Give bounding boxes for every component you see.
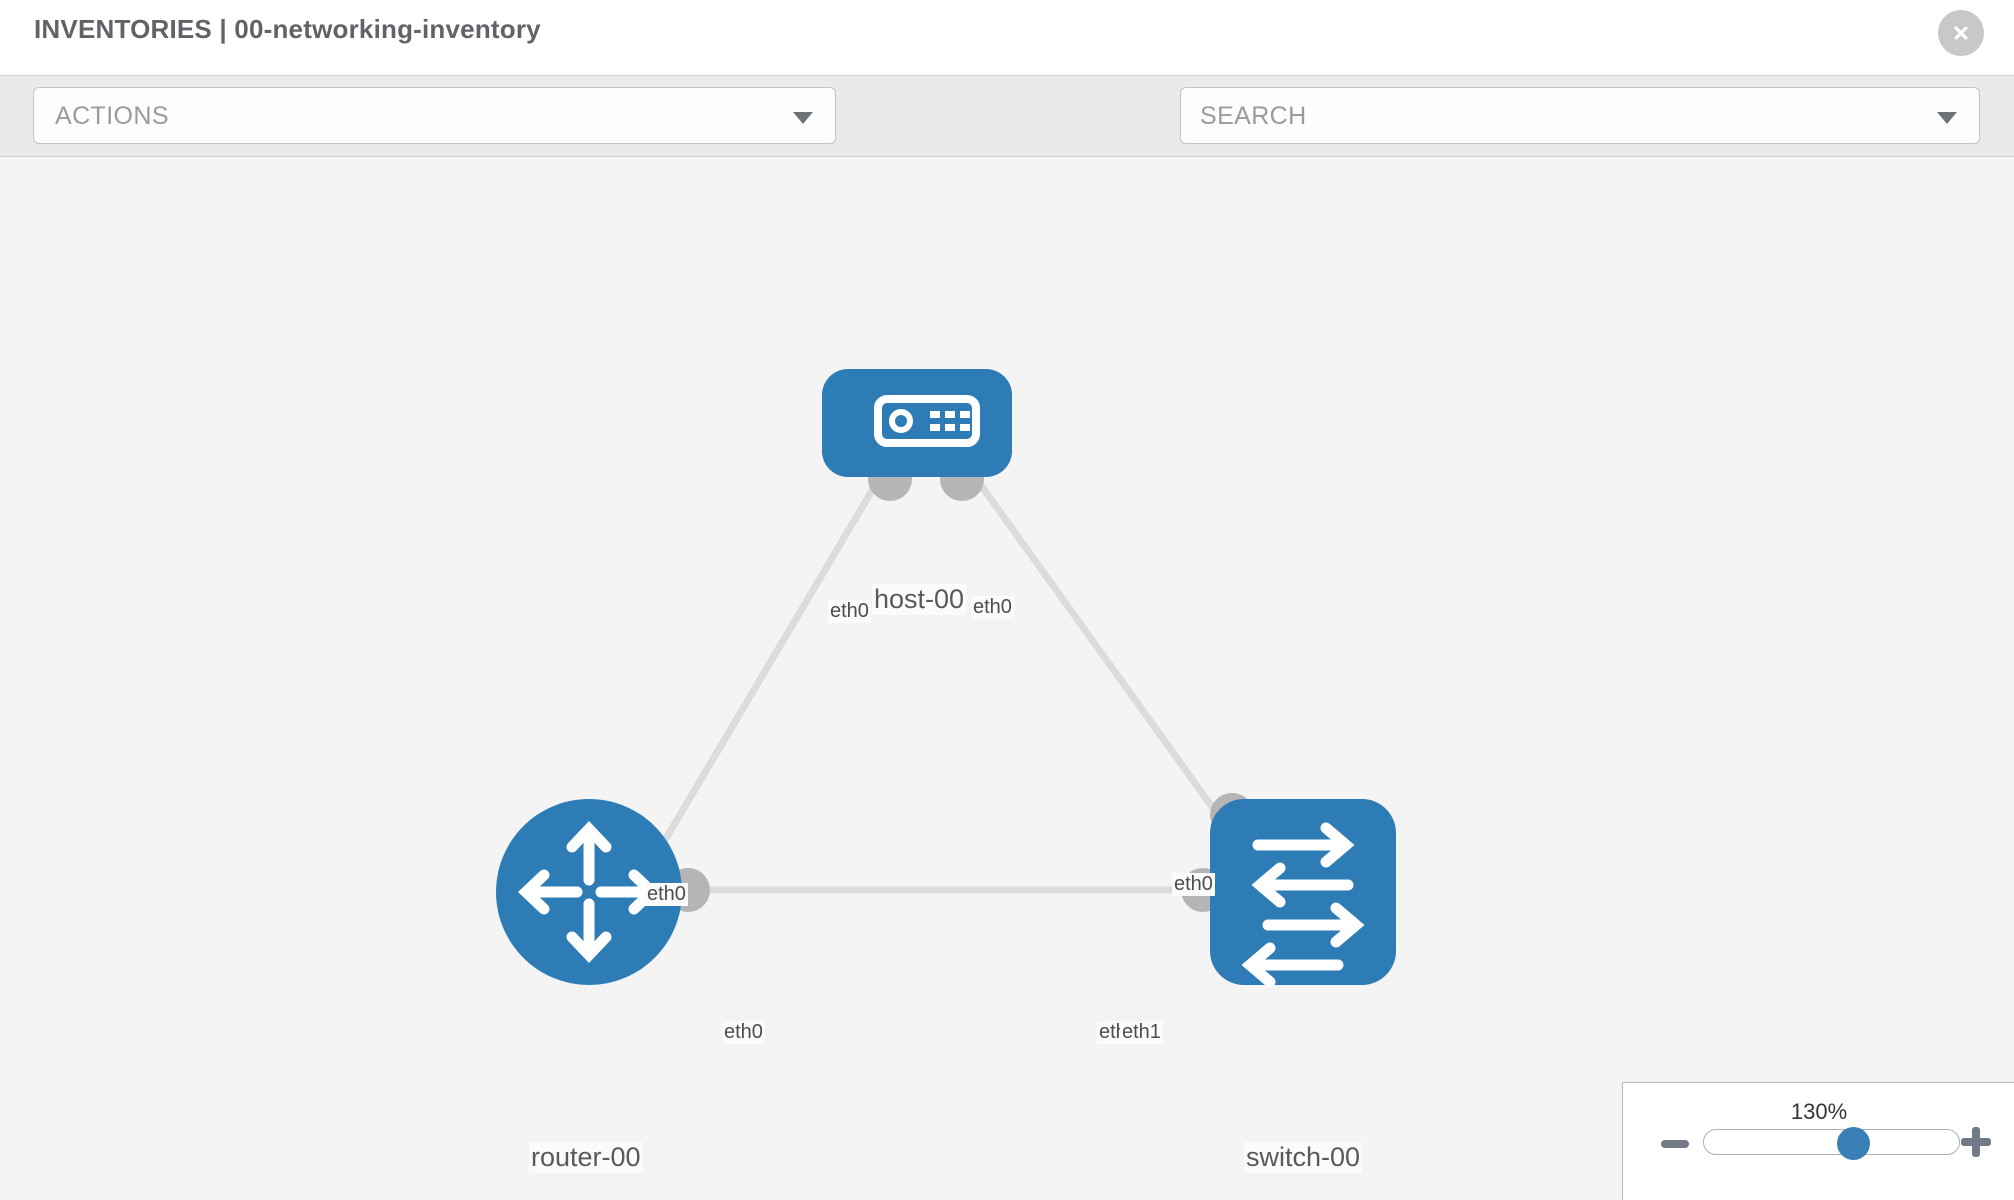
topology-links <box>651 474 1228 894</box>
topology-graph <box>496 369 1396 988</box>
search-dropdown[interactable]: SEARCH <box>1180 87 1980 144</box>
actions-dropdown-label: ACTIONS <box>55 102 169 130</box>
iface-label-router00-eth0: eth0 <box>722 1021 765 1044</box>
iface-label-switch00-eth1: eth1 <box>1120 1021 1163 1044</box>
close-x-glyph <box>1954 26 1968 40</box>
node-label-host-00: host-00 <box>872 584 967 615</box>
zoom-slider-thumb[interactable] <box>1837 1127 1871 1160</box>
node-host-00[interactable] <box>822 369 1012 477</box>
search-input[interactable]: SEARCH <box>1200 102 1307 130</box>
zoom-control-panel: 130% <box>1622 1082 2014 1200</box>
zoom-level-label: 130% <box>1790 1099 1848 1124</box>
minus-icon[interactable] <box>1661 1140 1689 1148</box>
close-icon[interactable] <box>1938 10 1984 56</box>
server-icon <box>874 395 980 447</box>
plus-icon[interactable] <box>1961 1127 1991 1157</box>
topology-canvas[interactable]: eth0 eth0 eth0 eth0 eth0 eth0 eth1 host-… <box>0 157 2014 1200</box>
link-host00-router00[interactable] <box>651 475 884 859</box>
link-host00-switch00[interactable] <box>972 474 1228 828</box>
iface-label-switch00-uplink-eth0: eth0 <box>1172 873 1215 896</box>
toolbar: ACTIONS SEARCH <box>0 75 2014 210</box>
iface-label-host00-eth0-right: eth0 <box>971 596 1014 619</box>
chevron-down-icon <box>1937 112 1957 124</box>
switch-arrows-icon <box>1241 822 1365 988</box>
page-title: INVENTORIES | 00-networking-inventory <box>34 14 541 44</box>
zoom-slider-track[interactable] <box>1703 1129 1960 1155</box>
iface-label-host00-eth0-left: eth0 <box>828 600 871 623</box>
chevron-down-icon <box>793 112 813 124</box>
node-label-router-00: router-00 <box>529 1142 643 1173</box>
node-label-switch-00: switch-00 <box>1244 1142 1363 1173</box>
iface-label-router00-uplink-eth0: eth0 <box>645 883 688 906</box>
node-switch-00[interactable] <box>1210 799 1396 988</box>
actions-dropdown[interactable]: ACTIONS <box>33 87 836 144</box>
page-header: INVENTORIES | 00-networking-inventory <box>0 0 2014 75</box>
